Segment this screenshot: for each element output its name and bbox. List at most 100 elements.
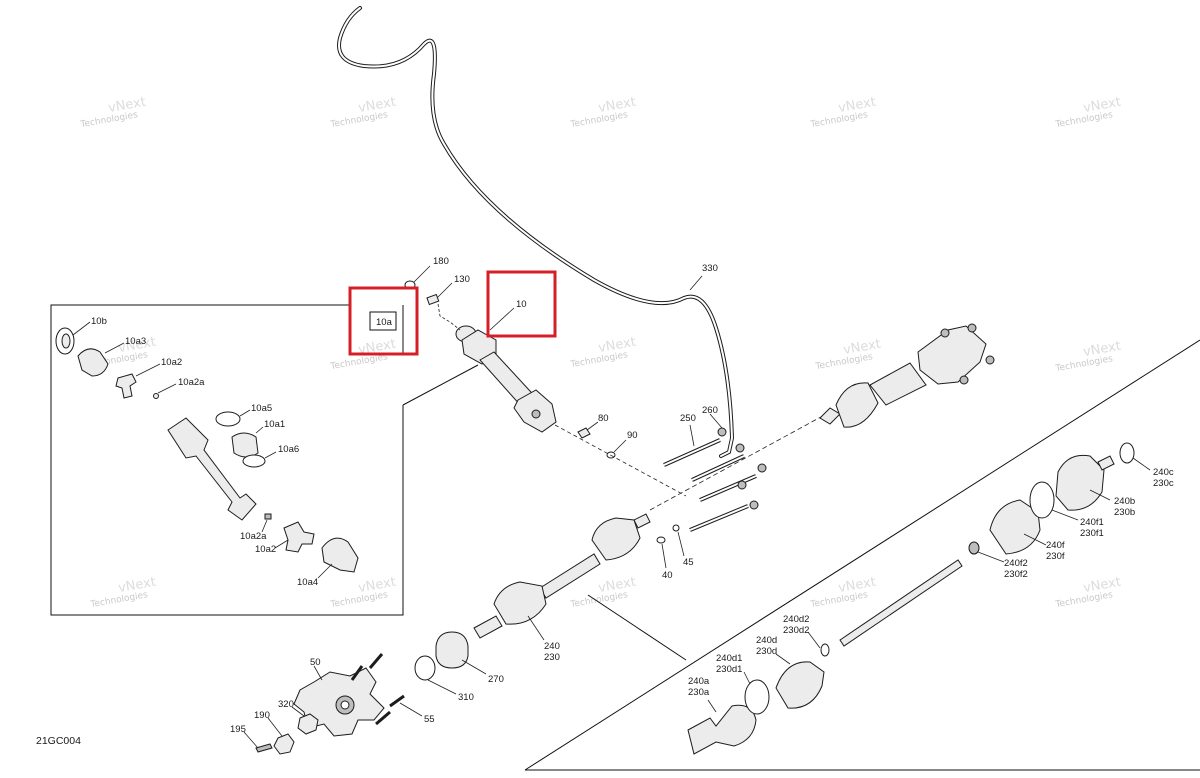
part-130-fitting[interactable] [426,293,440,306]
callout-240d2[interactable]: 240d2 [783,614,809,625]
callout-230d[interactable]: 230d [756,646,777,657]
part-10a5-ring[interactable] [215,411,241,427]
callout-230b[interactable]: 230b [1114,507,1135,518]
callout-240c[interactable]: 240c [1153,467,1174,478]
callout-40[interactable]: 40 [662,570,673,581]
part-nut-4[interactable] [749,500,759,510]
svg-text:vNext: vNext [357,95,397,116]
callout-330[interactable]: 330 [702,263,718,274]
callout-240b[interactable]: 240b [1114,496,1135,507]
part-240d-boot[interactable] [775,661,825,709]
part-nut-3[interactable] [757,463,767,473]
callout-240d1[interactable]: 240d1 [716,653,742,664]
callout-230d1[interactable]: 230d1 [716,664,742,675]
part-10-front-driveshaft[interactable] [455,325,557,433]
inset-hs-leader [587,594,687,661]
part-10a6-ring[interactable] [242,454,266,468]
callout-230f[interactable]: 230f [1046,551,1065,562]
callout-195[interactable]: 195 [230,724,246,735]
part-nut-5[interactable] [737,480,747,490]
callout-10[interactable]: 10 [516,299,527,310]
callout-10a5[interactable]: 10a5 [251,403,272,414]
part-10a2a-bottom[interactable] [264,513,272,520]
part-240-230-halfshaft[interactable] [473,513,651,639]
callout-230f1[interactable]: 230f1 [1080,528,1104,539]
part-240f2-clamp[interactable] [968,541,980,555]
part-260-nut[interactable] [717,427,727,437]
part-10a2a-top[interactable] [153,393,159,399]
callout-240a[interactable]: 240a [688,676,710,687]
part-55-bolt[interactable] [389,694,405,708]
part-upper-right-cv-assembly[interactable] [819,323,995,428]
callout-10a6[interactable]: 10a6 [278,444,299,455]
leader-80 [586,421,599,431]
callout-10a3[interactable]: 10a3 [125,336,146,347]
part-nut-2[interactable] [735,443,745,453]
callout-230c[interactable]: 230c [1153,478,1174,489]
callout-10a2a-bot[interactable]: 10a2a [240,531,267,542]
part-320-nut[interactable] [297,713,319,735]
callout-310[interactable]: 310 [458,692,474,703]
callout-230f2[interactable]: 230f2 [1004,569,1028,580]
part-240f1-clamp[interactable] [1029,481,1055,519]
callout-240d[interactable]: 240d [756,635,777,646]
part-270-bearing[interactable] [435,631,469,669]
part-10a2-cross-bottom[interactable] [283,521,315,553]
callout-230[interactable]: 230 [544,652,560,663]
callout-130[interactable]: 130 [454,274,470,285]
callout-10a1[interactable]: 10a1 [264,419,285,430]
callout-55[interactable]: 55 [424,714,435,725]
callout-230d2[interactable]: 230d2 [783,625,809,636]
part-240a-outer-cv[interactable] [687,704,757,755]
part-195-cotter[interactable] [255,743,273,753]
callout-190[interactable]: 190 [254,710,270,721]
callout-50[interactable]: 50 [310,657,321,668]
callout-10b[interactable]: 10b [91,316,107,327]
part-240b-stub [1097,455,1115,471]
callout-240f1[interactable]: 240f1 [1080,517,1104,528]
part-55-bolt[interactable] [368,653,384,669]
part-10a3-yoke[interactable] [77,348,109,377]
callout-10a2-bot[interactable]: 10a2 [255,544,276,555]
part-10a2-cross-top[interactable] [115,373,137,399]
upright-stud [940,328,950,338]
leader-240c [1132,457,1151,471]
part-10a-shaft[interactable] [167,417,257,521]
part-55-bolt[interactable] [375,710,391,726]
callout-90[interactable]: 90 [627,430,638,441]
callout-320[interactable]: 320 [278,699,294,710]
callout-240f2[interactable]: 240f2 [1004,558,1028,569]
part-45-washer[interactable] [672,524,680,532]
callout-80[interactable]: 80 [598,413,609,424]
callout-260[interactable]: 260 [702,405,718,416]
part-10a1-boot[interactable] [231,432,259,458]
part-190-washer[interactable] [273,733,295,755]
leader-240a [707,699,717,713]
callout-10a2a-top[interactable]: 10a2a [178,377,205,388]
callout-180[interactable]: 180 [433,256,449,267]
part-240c-ring[interactable] [1119,442,1135,464]
callout-250[interactable]: 250 [680,413,696,424]
part-310-circlip[interactable] [414,655,436,681]
callout-240f[interactable]: 240f [1046,540,1065,551]
part-80-plug[interactable] [577,427,591,439]
part-240b-inner-cv[interactable] [1055,454,1105,511]
part-330-vent-hose[interactable] [337,6,735,458]
callout-45[interactable]: 45 [683,557,694,568]
part-55-bolt[interactable] [350,665,364,681]
callout-10a4[interactable]: 10a4 [297,577,318,588]
part-halfshaft-bar[interactable] [839,559,963,647]
watermark: vNext Technologies [1054,95,1122,131]
callout-10a2-top[interactable]: 10a2 [161,357,182,368]
inset-label-10a[interactable]: 10a [376,317,393,328]
part-240f-boot[interactable] [989,499,1041,555]
watermark: vNext Technologies [329,575,397,611]
callout-240[interactable]: 240 [544,641,560,652]
callout-270[interactable]: 270 [488,674,504,685]
part-10a4-yoke[interactable] [321,537,359,573]
svg-text:vNext: vNext [842,337,882,358]
part-240d1-clamp[interactable] [744,679,770,715]
part-40-washer[interactable] [656,536,666,544]
part-240d2-clamp[interactable] [820,643,830,657]
callout-230a[interactable]: 230a [688,687,710,698]
